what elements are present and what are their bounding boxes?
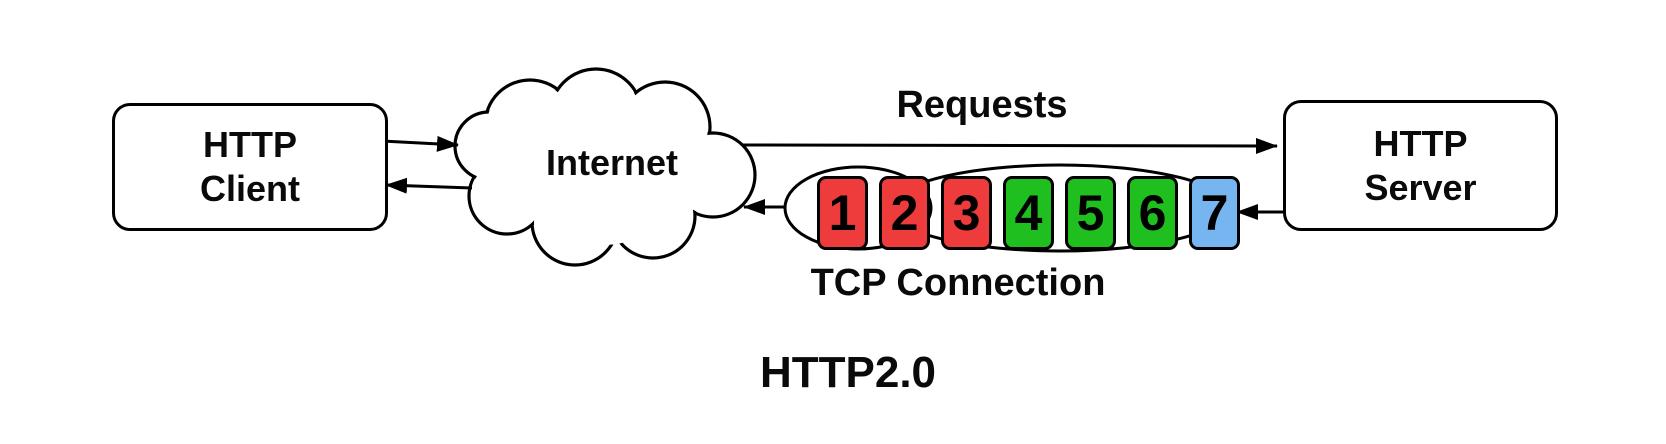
http-server-box: HTTP Server bbox=[1283, 100, 1558, 231]
http-client-label: HTTP Client bbox=[199, 124, 300, 209]
client-to-internet-arrow bbox=[381, 135, 459, 152]
packet-7: 7 bbox=[1189, 176, 1240, 250]
packet-1: 1 bbox=[817, 176, 868, 250]
http-server-label: HTTP Server bbox=[1364, 122, 1477, 208]
packet-5: 5 bbox=[1065, 176, 1116, 250]
packet-3: 3 bbox=[941, 176, 992, 250]
http-client-box: HTTP Client bbox=[112, 103, 388, 231]
page-title: HTTP2.0 bbox=[759, 348, 937, 397]
packet-6: 6 bbox=[1127, 176, 1178, 250]
tcp-connection-label: TCP Connection bbox=[810, 262, 1106, 304]
packet-2: 2 bbox=[879, 176, 930, 250]
tcp-packets-row: 1 2 3 4 5 6 7 bbox=[817, 176, 1240, 250]
internet-to-client-arrow bbox=[385, 177, 473, 194]
internet-cloud-fill bbox=[457, 71, 753, 263]
packet-4: 4 bbox=[1003, 176, 1054, 250]
internet-to-server-requests-arrow bbox=[741, 137, 1278, 154]
internet-label: Internet bbox=[545, 142, 678, 183]
requests-label: Requests bbox=[896, 84, 1068, 126]
